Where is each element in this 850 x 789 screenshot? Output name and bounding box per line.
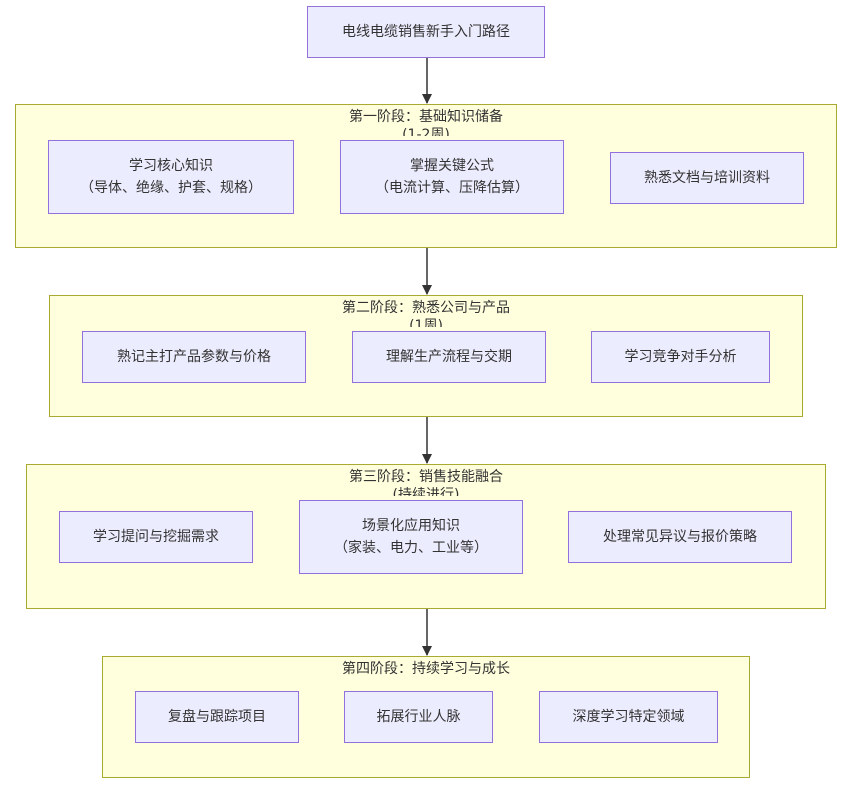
phase1-item-line2: （电流计算、压降估算） (375, 180, 529, 196)
phase3-item-questioning: 学习提问与挖掘需求 (59, 511, 253, 563)
phase1-item-key-formulas: 掌握关键公式 （电流计算、压降估算） (340, 140, 564, 214)
phase4-item-network: 拓展行业人脉 (344, 691, 493, 743)
phase3-item-line1: 场景化应用知识 (362, 518, 460, 534)
phase3-item-objection-handling: 处理常见异议与报价策略 (568, 511, 792, 563)
phase3-item-line2: （家装、电力、工业等） (334, 540, 488, 556)
phase3-duration: (持续进行) (392, 487, 460, 496)
phase4-item-line1: 拓展行业人脉 (376, 709, 461, 725)
phase1-item-line1: 掌握关键公式 (410, 158, 494, 174)
phase1-title: 第一阶段：基础知识储备 (349, 109, 503, 125)
phase1-duration: (1-2周) (402, 127, 450, 136)
phase3-item-line1: 处理常见异议与报价策略 (603, 529, 757, 545)
phase4-item-line1: 复盘与跟踪项目 (168, 709, 266, 725)
phase4-item-deep-learning: 深度学习特定领域 (539, 691, 718, 743)
phase1-item-line2: （导体、绝缘、护套、规格） (80, 180, 262, 196)
phase3-item-line1: 学习提问与挖掘需求 (93, 529, 219, 545)
phase2-item-competitor-analysis: 学习竞争对手分析 (591, 331, 770, 383)
phase3-title: 第三阶段：销售技能融合 (349, 469, 503, 485)
phase2-title: 第二阶段：熟悉公司与产品 (342, 300, 510, 316)
phase4-title: 第四阶段：持续学习与成长 (342, 661, 510, 677)
phase2-item-product-params: 熟记主打产品参数与价格 (82, 331, 306, 383)
phase2-item-line1: 理解生产流程与交期 (386, 349, 512, 365)
phase2-item-line1: 熟记主打产品参数与价格 (117, 349, 271, 365)
phase2-item-production-flow: 理解生产流程与交期 (352, 331, 546, 383)
root-label: 电线电缆销售新手入门路径 (342, 24, 510, 40)
phase1-item-line1: 学习核心知识 (129, 158, 213, 174)
root-node: 电线电缆销售新手入门路径 (307, 6, 545, 58)
phase2-duration: (1周) (409, 318, 443, 327)
phase1-item-line1: 熟悉文档与培训资料 (644, 170, 770, 186)
phase1-item-core-knowledge: 学习核心知识 （导体、绝缘、护套、规格） (48, 140, 294, 214)
phase4-item-line1: 深度学习特定领域 (572, 709, 685, 725)
phase4-item-review-projects: 复盘与跟踪项目 (135, 691, 299, 743)
phase1-item-documents: 熟悉文档与培训资料 (610, 152, 804, 204)
phase2-item-line1: 学习竞争对手分析 (624, 349, 737, 365)
phase3-item-scenario-knowledge: 场景化应用知识 （家装、电力、工业等） (299, 500, 523, 574)
